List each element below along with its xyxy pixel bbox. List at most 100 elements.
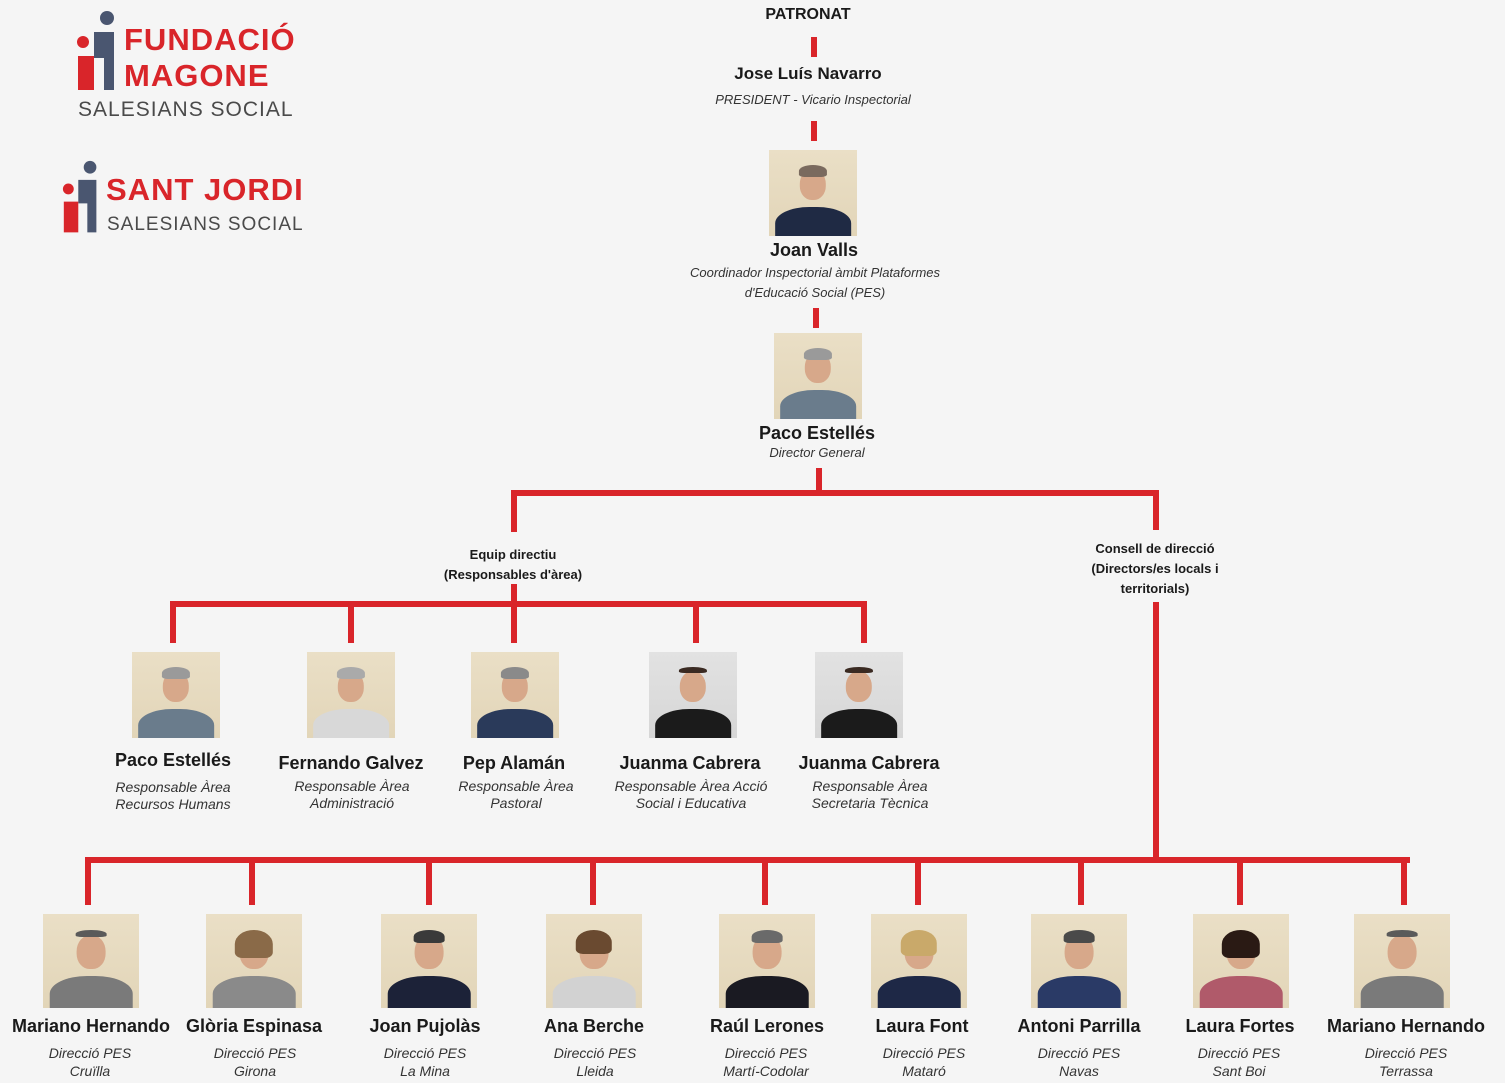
logo-title: SANT JORDI xyxy=(106,172,304,207)
area-photo xyxy=(815,652,903,738)
equip-directiu-label: Equip directiu (Responsables d'àrea) xyxy=(443,547,583,582)
connector-line xyxy=(693,601,699,643)
local-location: Sant Boi xyxy=(1212,1063,1266,1079)
connector-line xyxy=(762,857,768,905)
person-logo-icon xyxy=(62,160,97,233)
local-photo xyxy=(43,914,139,1008)
local-role: Direcció PES xyxy=(724,1045,808,1061)
connector-line xyxy=(249,857,255,905)
area-role: Responsable Àrea xyxy=(458,778,574,794)
area-name: Paco Estellés xyxy=(114,750,232,770)
connector-line xyxy=(85,857,1410,863)
sant-jordi-logo: SANT JORDI SALESIANS SOCIAL xyxy=(60,160,330,240)
area-photo xyxy=(307,652,395,738)
connector-line xyxy=(511,490,517,532)
area-role: Responsable Àrea xyxy=(115,779,231,795)
local-name: Glòria Espinasa xyxy=(185,1016,323,1036)
director-role: Director General xyxy=(769,445,865,460)
local-name: Antoni Parrilla xyxy=(1017,1016,1141,1036)
coordinator-name: Joan Valls xyxy=(769,240,859,260)
president-name: Jose Luís Navarro xyxy=(734,64,882,83)
local-photo xyxy=(206,914,302,1008)
logo-title-line2: MAGONE xyxy=(124,58,270,93)
connector-line xyxy=(1078,857,1084,905)
connector-line xyxy=(511,601,517,643)
fundacio-magone-logo: FUNDACIÓ MAGONE SALESIANS SOCIAL xyxy=(74,10,314,125)
area-role: Administració xyxy=(309,795,395,811)
local-location: Martí-Codolar xyxy=(723,1063,809,1079)
local-role: Direcció PES xyxy=(213,1045,297,1061)
area-photo xyxy=(132,652,220,738)
local-photo xyxy=(719,914,815,1008)
connector-line xyxy=(511,490,1159,496)
local-photo xyxy=(1354,914,1450,1008)
local-photo xyxy=(871,914,967,1008)
area-role: Responsable Àrea Acció xyxy=(614,778,768,794)
area-name: Juanma Cabrera xyxy=(798,753,940,773)
area-role: Pastoral xyxy=(490,795,542,811)
connector-line xyxy=(861,601,867,643)
local-name: Mariano Hernando xyxy=(1326,1016,1486,1036)
consell-direccio-label: Consell de direcció (Directors/es locals… xyxy=(1091,541,1219,596)
connector-line xyxy=(348,601,354,643)
area-name: Fernando Galvez xyxy=(278,753,424,773)
local-photo xyxy=(1193,914,1289,1008)
area-photo xyxy=(471,652,559,738)
connector-line xyxy=(811,121,817,141)
connector-line xyxy=(816,468,822,492)
local-name: Raúl Lerones xyxy=(709,1016,825,1036)
local-location: La Mina xyxy=(400,1063,450,1079)
area-photo xyxy=(649,652,737,738)
local-role: Direcció PES xyxy=(553,1045,637,1061)
connector-line xyxy=(590,857,596,905)
connector-line xyxy=(1237,857,1243,905)
coordinator-role-line2: d'Educació Social (PES) xyxy=(744,285,886,300)
connector-line xyxy=(1153,602,1159,860)
logo-subtitle: SALESIANS SOCIAL xyxy=(78,98,294,121)
paco-estelles-photo xyxy=(774,333,862,419)
local-role: Direcció PES xyxy=(1364,1045,1448,1061)
local-photo xyxy=(1031,914,1127,1008)
local-location: Girona xyxy=(233,1063,277,1079)
area-name: Juanma Cabrera xyxy=(619,753,761,773)
local-name: Joan Pujolàs xyxy=(369,1016,481,1036)
local-role: Direcció PES xyxy=(1037,1045,1121,1061)
coordinator-role-line1: Coordinador Inspectorial àmbit Plataform… xyxy=(689,265,941,280)
connector-line xyxy=(813,308,819,328)
local-name: Ana Berche xyxy=(543,1016,645,1036)
connector-line xyxy=(1153,490,1159,530)
connector-line xyxy=(1401,857,1407,905)
connector-line xyxy=(170,601,176,643)
logo-title-line1: FUNDACIÓ xyxy=(124,22,296,57)
connector-line xyxy=(511,584,517,604)
local-location: Navas xyxy=(1059,1063,1099,1079)
local-name: Laura Font xyxy=(875,1016,969,1036)
connector-line xyxy=(426,857,432,905)
local-photo xyxy=(546,914,642,1008)
logo-subtitle: SALESIANS SOCIAL xyxy=(107,214,304,235)
connector-line xyxy=(915,857,921,905)
area-name: Pep Alamán xyxy=(462,753,566,773)
local-role: Direcció PES xyxy=(48,1045,132,1061)
local-location: Terrassa xyxy=(1379,1063,1433,1079)
patronat-heading: PATRONAT xyxy=(765,6,851,23)
area-role: Recursos Humans xyxy=(115,796,231,812)
local-photo xyxy=(381,914,477,1008)
president-role: PRESIDENT - Vicario Inspectorial xyxy=(715,92,911,107)
area-role: Social i Educativa xyxy=(635,795,747,811)
local-location: Lleida xyxy=(576,1063,614,1079)
connector-line xyxy=(811,37,817,57)
area-role: Responsable Àrea xyxy=(294,778,410,794)
local-role: Direcció PES xyxy=(1197,1045,1281,1061)
connector-line xyxy=(170,601,867,607)
local-role: Direcció PES xyxy=(882,1045,966,1061)
local-location: Cruïlla xyxy=(69,1063,111,1079)
person-logo-icon xyxy=(77,11,114,90)
area-role: Responsable Àrea xyxy=(812,778,928,794)
local-name: Laura Fortes xyxy=(1185,1016,1295,1036)
local-location: Mataró xyxy=(902,1063,946,1079)
local-name: Mariano Hernando xyxy=(11,1016,171,1036)
local-role: Direcció PES xyxy=(383,1045,467,1061)
connector-line xyxy=(85,857,91,905)
director-name: Paco Estellés xyxy=(758,423,876,443)
